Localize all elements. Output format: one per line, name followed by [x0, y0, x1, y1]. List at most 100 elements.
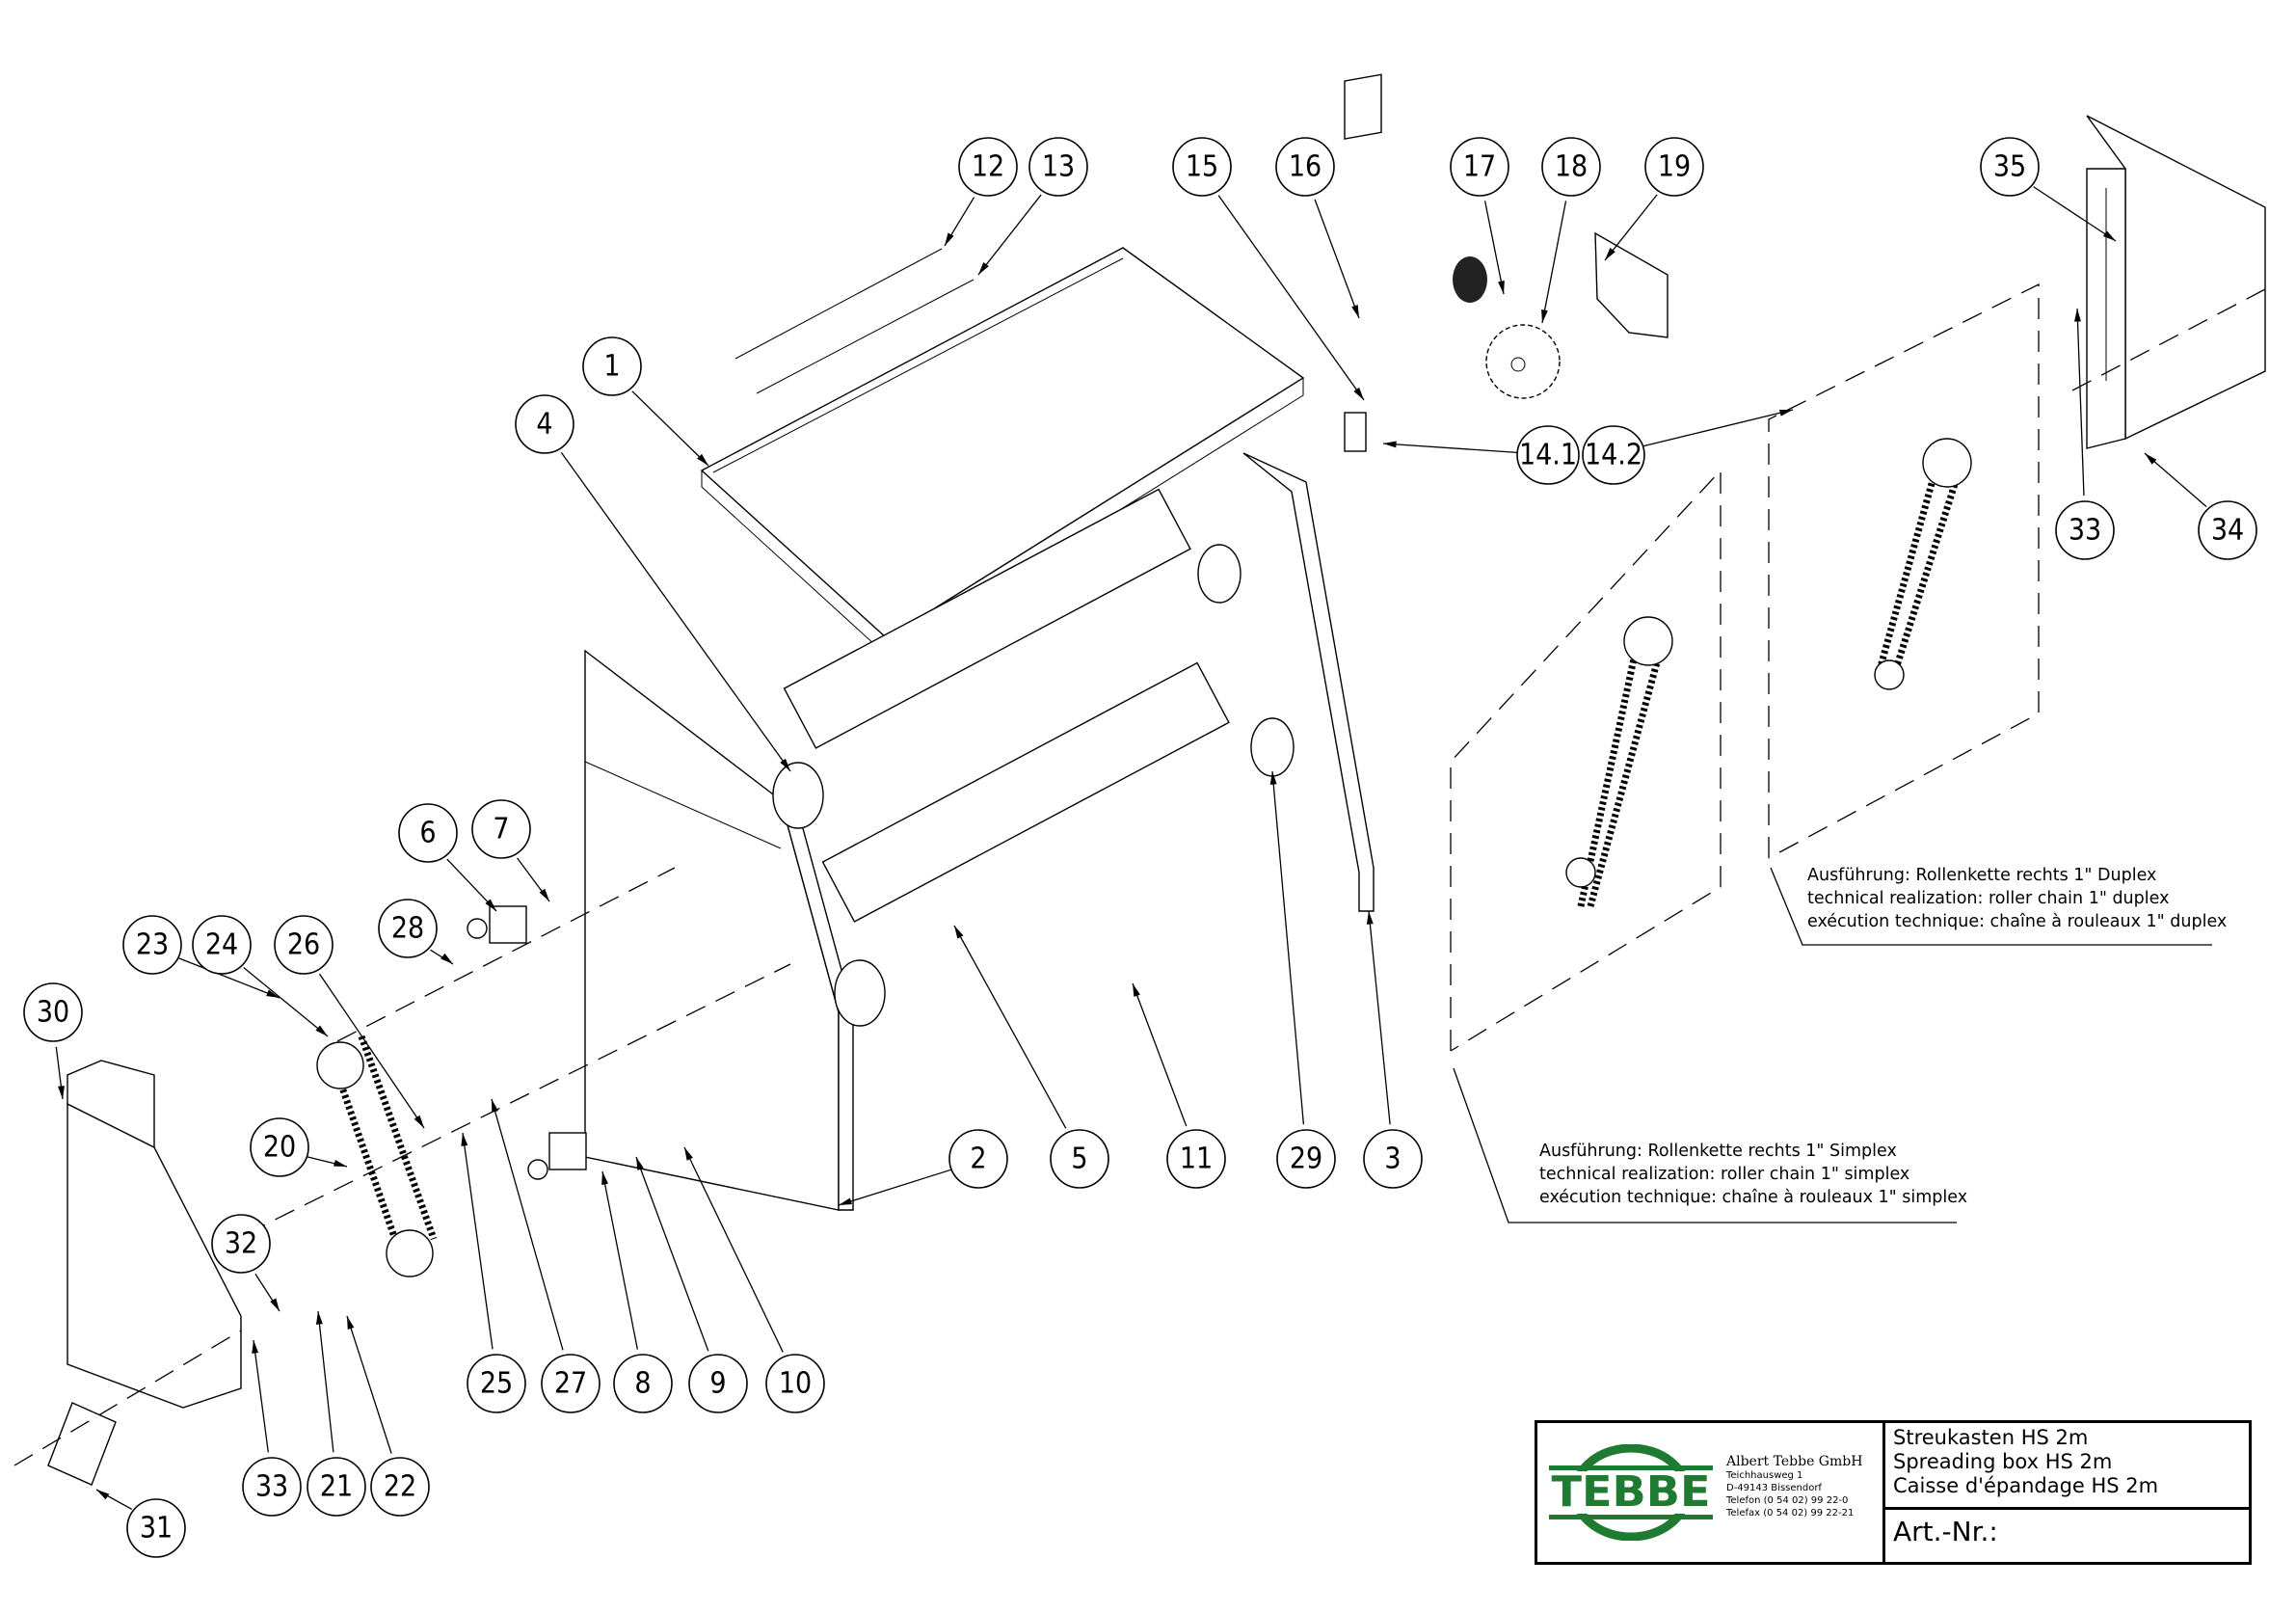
callout-circle: [471, 799, 531, 859]
part-chain-guard-30: [67, 1060, 242, 1409]
leader-line: [560, 451, 791, 772]
arrowhead-icon: [601, 1171, 608, 1185]
arrowhead-icon: [315, 1025, 328, 1036]
callout-7: 7: [471, 799, 550, 902]
callout-circle: [613, 1354, 673, 1413]
callout-33b: 33: [2055, 308, 2115, 560]
callout-14-2: 14.2: [1582, 409, 1794, 485]
leader-line: [317, 1310, 334, 1453]
arrowhead-icon: [252, 1340, 259, 1354]
arrowhead-icon: [684, 1147, 693, 1161]
company-street: Teichhausweg 1: [1726, 1470, 1803, 1481]
callout-circle: [370, 1457, 430, 1517]
leader-line: [253, 1339, 269, 1453]
callout-15: 15: [1172, 137, 1365, 401]
leader-line: [2144, 452, 2207, 507]
callout-12: 12: [944, 137, 1018, 247]
callout-number: 30: [37, 996, 69, 1030]
callout-4: 4: [515, 394, 791, 772]
callout-number: 32: [225, 1227, 257, 1261]
callout-number: 27: [554, 1367, 587, 1401]
note-duplex-fr: exécution technique: chaîne à rouleaux 1…: [1807, 912, 2228, 931]
leader-line: [1217, 195, 1365, 401]
callout-number: 12: [972, 150, 1004, 184]
callout-17: 17: [1450, 137, 1509, 295]
leader-line: [635, 1156, 709, 1352]
arrowhead-icon: [2102, 230, 2116, 241]
arrowhead-icon: [697, 453, 708, 466]
arrowhead-icon: [636, 1157, 644, 1170]
arrowhead-icon: [2074, 309, 2081, 322]
leader-line: [838, 1169, 951, 1206]
arrowhead-icon: [461, 1133, 468, 1146]
leader-line: [631, 390, 709, 467]
callout-32: 32: [211, 1214, 280, 1312]
arrowhead-icon: [978, 262, 989, 275]
arrowhead-icon: [539, 888, 549, 901]
arrowhead-icon: [2145, 453, 2157, 465]
note-simplex-en: technical realization: roller chain 1" s…: [1539, 1165, 1910, 1184]
leader-line: [243, 967, 329, 1037]
callout-35: 35: [1980, 137, 2117, 242]
leader-line: [1541, 201, 1567, 324]
leader-line: [1641, 409, 1794, 447]
leader-line: [2033, 186, 2117, 242]
callout-6: 6: [398, 803, 497, 912]
leader-line: [1314, 199, 1360, 319]
arrowhead-icon: [780, 758, 790, 771]
callout-1: 1: [582, 336, 709, 467]
company-info: Albert Tebbe GmbH Teichhausweg 1 D-49143…: [1726, 1454, 1862, 1519]
callout-24: 24: [192, 915, 329, 1037]
callout-number: 4: [536, 408, 552, 442]
callout-number: 21: [320, 1470, 353, 1504]
arrowhead-icon: [1366, 911, 1374, 925]
callout-number: 17: [1463, 150, 1496, 184]
company-city: D-49143 Bissendorf: [1726, 1483, 1822, 1493]
callout-number: 25: [480, 1367, 513, 1401]
callout-9: 9: [635, 1156, 748, 1413]
callout-number: 33: [255, 1470, 288, 1504]
arrowhead-icon: [270, 1298, 280, 1311]
leader-line: [683, 1146, 784, 1353]
callout-circle: [541, 1354, 601, 1413]
callout-circle: [1450, 137, 1509, 197]
callout-21: 21: [307, 1310, 366, 1517]
arrowhead-icon: [315, 1311, 323, 1325]
leader-line: [1271, 770, 1305, 1125]
title-english: Spreading box HS 2m: [1893, 1450, 2113, 1473]
arrowhead-icon: [266, 989, 280, 998]
callout-circle: [1644, 137, 1704, 197]
leader-line: [346, 1315, 392, 1454]
leader-line: [2076, 308, 2085, 497]
callout-30: 30: [23, 982, 83, 1100]
callout-31: 31: [95, 1489, 186, 1558]
callout-26: 26: [274, 915, 425, 1129]
part-plate-19: [1594, 231, 1669, 338]
note-duplex: Ausführung: Rollenkette rechts 1" Duplex…: [1807, 864, 2227, 933]
title-german: Streukasten HS 2m: [1893, 1426, 2089, 1449]
callout-number: 26: [287, 928, 320, 962]
callout-5: 5: [953, 925, 1109, 1189]
callout-number: 35: [1993, 150, 2026, 184]
callout-number: 29: [1290, 1143, 1322, 1176]
callout-circle: [211, 1214, 271, 1274]
callout-number: 34: [2211, 514, 2244, 548]
arrowhead-icon: [485, 899, 496, 911]
callout-circle: [2198, 500, 2257, 560]
callout-number: 5: [1071, 1143, 1087, 1176]
callout-circle: [582, 336, 642, 396]
note-simplex: Ausführung: Rollenkette rechts 1" Simple…: [1539, 1140, 1967, 1209]
callout-number: 2: [970, 1143, 986, 1176]
callout-19: 19: [1604, 137, 1704, 261]
callout-number: 31: [140, 1512, 173, 1546]
callout-circle: [765, 1354, 825, 1413]
part-rotors: [772, 488, 1295, 1027]
arrowhead-icon: [1353, 387, 1364, 400]
company-block: TEBBE Albert Tebbe GmbH Teichhausweg 1 D…: [1537, 1423, 1885, 1562]
drawing-titles: Streukasten HS 2m Spreading box HS 2m Ca…: [1885, 1423, 2249, 1510]
callout-25: 25: [461, 1132, 526, 1413]
part-bearing-6: [489, 905, 527, 944]
arrowhead-icon: [347, 1316, 355, 1330]
part-sprocket-18: [1485, 324, 1561, 399]
arrowhead-icon: [1351, 305, 1359, 318]
